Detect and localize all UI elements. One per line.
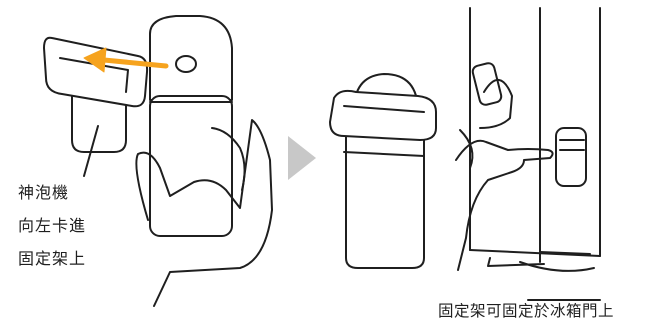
bracket-ring (44, 38, 147, 107)
left-caption-line2: 向左卡進 (18, 212, 86, 236)
foam-device-body (150, 96, 232, 236)
mounted-device-small (556, 128, 586, 186)
fridge-scene (456, 8, 600, 300)
fridge-floor (520, 262, 594, 271)
device-button (176, 56, 196, 72)
left-caption-line1: 神泡機 (18, 179, 69, 203)
left-caption-line3: 固定架上 (18, 245, 86, 269)
mounted-device (330, 74, 436, 268)
can (471, 62, 502, 106)
right-caption: 固定架可固定於冰箱門上 (438, 299, 614, 321)
next-step-arrow (288, 136, 316, 180)
